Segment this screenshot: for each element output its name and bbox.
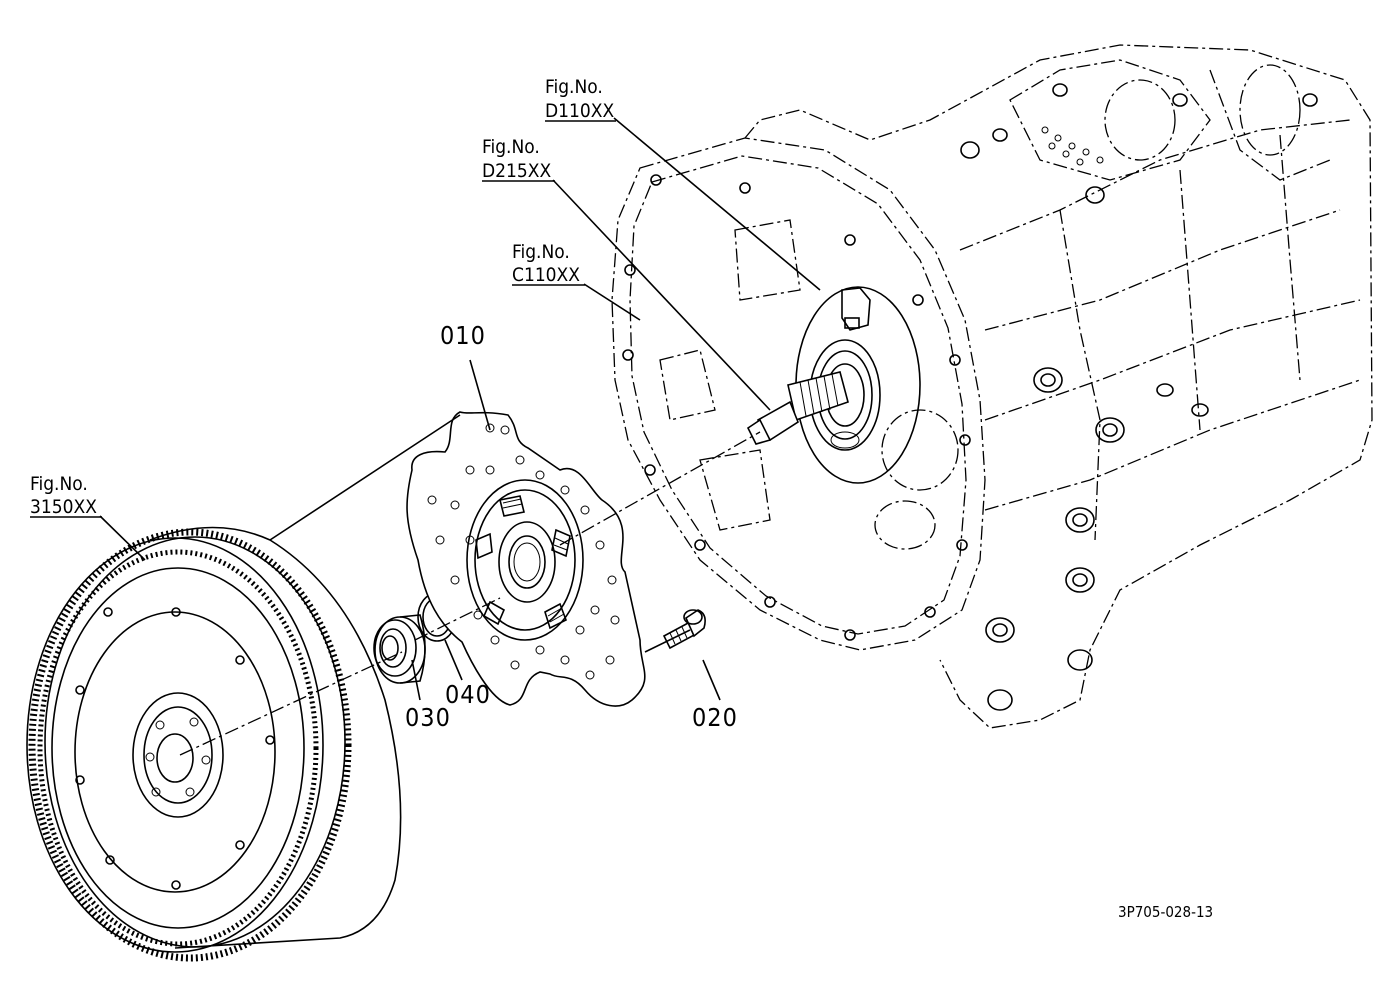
- part-number-040[interactable]: 040: [445, 680, 491, 709]
- assembly-center-lines: [179, 414, 761, 756]
- bolt-020: [662, 609, 706, 650]
- clutch-disc-010: [406, 411, 646, 707]
- part-number-010[interactable]: 010: [440, 321, 486, 350]
- fig-c110-prefix: Fig.No.: [512, 241, 570, 263]
- leader-lines: [99, 117, 821, 701]
- pilot-bearing-030: [373, 614, 426, 684]
- callout-fig-3150[interactable]: Fig.No. 3150XX: [30, 473, 102, 518]
- part-number-030[interactable]: 030: [405, 703, 451, 732]
- drawing-code: 3P705-028-13: [1118, 903, 1213, 921]
- callout-fig-c110[interactable]: Fig.No. C110XX: [512, 241, 585, 286]
- fig-3150-code: 3150XX: [30, 496, 97, 518]
- part-number-020[interactable]: 020: [692, 703, 738, 732]
- fig-c110-code: C110XX: [512, 264, 580, 286]
- fig-d215-code: D215XX: [482, 160, 551, 182]
- callout-fig-d110[interactable]: Fig.No. D110XX: [545, 76, 616, 122]
- callout-fig-d215[interactable]: Fig.No. D215XX: [482, 136, 555, 182]
- transmission-housing: [611, 44, 1373, 729]
- fig-d110-prefix: Fig.No.: [545, 76, 603, 98]
- flywheel: [26, 526, 402, 962]
- fig-d215-prefix: Fig.No.: [482, 136, 540, 158]
- fig-3150-prefix: Fig.No.: [30, 473, 88, 495]
- fig-d110-code: D110XX: [545, 100, 614, 122]
